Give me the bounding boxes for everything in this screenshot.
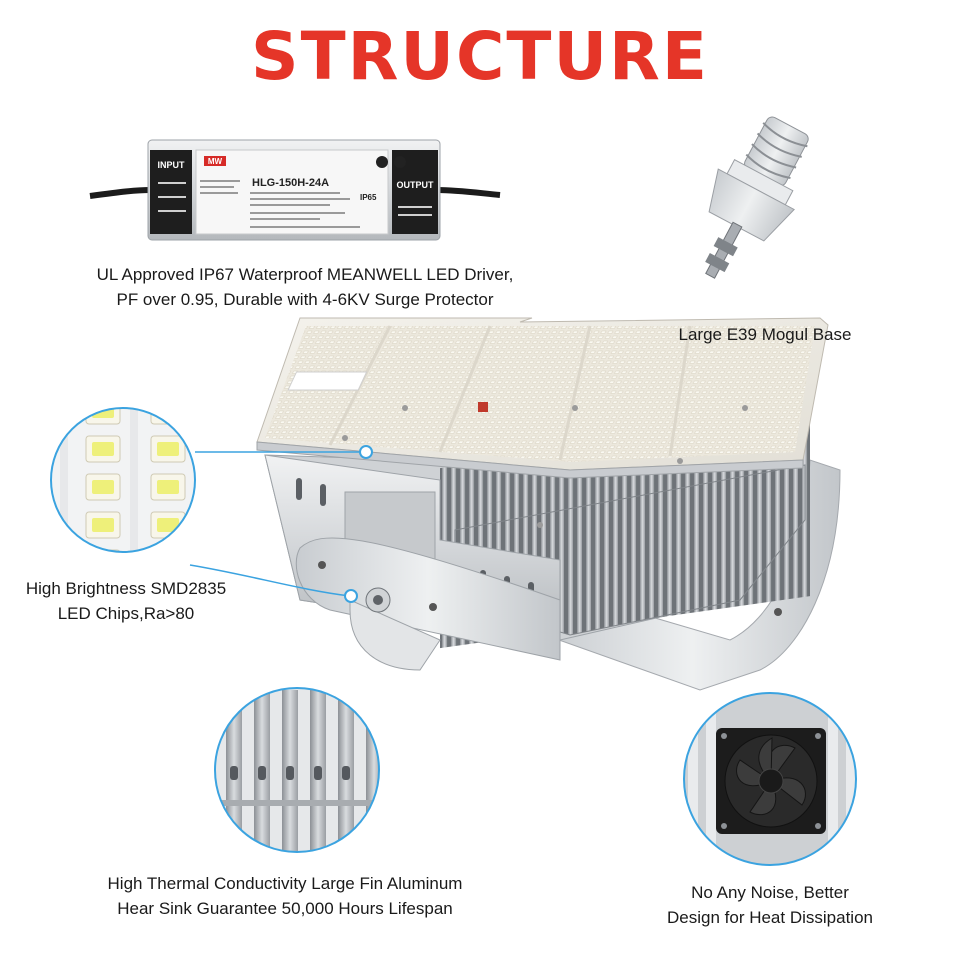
- heatsink-caption-line1: High Thermal Conductivity Large Fin Alum…: [107, 874, 463, 893]
- base-caption-line1: Large E39 Mogul Base: [678, 325, 852, 344]
- chips-caption-line1: High Brightness SMD2835: [25, 579, 227, 598]
- mogul-base-image: [705, 116, 809, 279]
- fan-caption-line2: Design for Heat Dissipation: [667, 908, 873, 927]
- cooling-fan-closeup: [683, 692, 857, 866]
- heatsink-feature-caption: High Thermal Conductivity Large Fin Alum…: [40, 871, 530, 921]
- led-fixture-image: [256, 317, 841, 691]
- driver-input-label: INPUT: [158, 160, 186, 170]
- driver-model: HLG-150H-24A: [252, 177, 329, 189]
- driver-feature-caption: UL Approved IP67 Waterproof MEANWELL LED…: [40, 262, 570, 312]
- driver-brand-badge: MW: [208, 157, 223, 166]
- base-feature-caption: Large E39 Mogul Base: [650, 322, 880, 347]
- driver-ip-rating: IP65: [360, 193, 377, 202]
- led-chip-closeup: [50, 407, 196, 553]
- chips-feature-caption: High Brightness SMD2835 LED Chips,Ra>80: [6, 576, 246, 626]
- led-driver-image: INPUT OUTPUT MW HLG-150H-24A IP65: [89, 139, 501, 241]
- driver-caption-line2: PF over 0.95, Durable with 4-6KV Surge P…: [116, 290, 494, 309]
- heat-sink-fin-closeup: [214, 687, 380, 853]
- chips-caption-line2: LED Chips,Ra>80: [57, 604, 195, 623]
- heatsink-caption-line2: Hear Sink Guarantee 50,000 Hours Lifespa…: [117, 899, 453, 918]
- driver-output-label: OUTPUT: [397, 180, 435, 190]
- fan-feature-caption: No Any Noise, Better Design for Heat Dis…: [630, 880, 910, 930]
- page-title: STRUCTURE: [251, 18, 709, 95]
- fan-caption-line1: No Any Noise, Better: [691, 883, 849, 902]
- driver-caption-line1: UL Approved IP67 Waterproof MEANWELL LED…: [96, 265, 514, 284]
